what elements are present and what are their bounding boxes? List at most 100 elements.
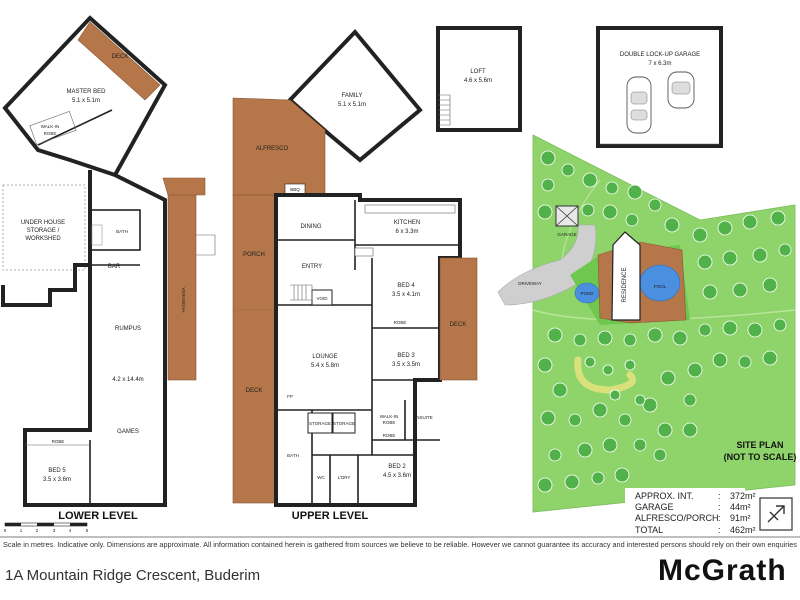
garage-plan: DOUBLE LOCK-UP GARAGE 7 x 6.3m bbox=[596, 26, 723, 148]
area-value: 462m² bbox=[730, 525, 756, 535]
porch-label: PORCH bbox=[243, 252, 265, 258]
svg-text::: : bbox=[718, 491, 721, 501]
lower-bath-label: BATH bbox=[116, 229, 128, 234]
under-house-label-3: WORKSHED bbox=[25, 236, 61, 242]
area-value: 44m² bbox=[730, 502, 751, 512]
upper-bath-label: BATH bbox=[287, 453, 299, 458]
bed4-label: BED 4 bbox=[397, 283, 415, 289]
lower-verandah bbox=[167, 194, 197, 381]
loft-room bbox=[436, 26, 522, 132]
site-residence-label: RESIDENCE bbox=[622, 267, 628, 302]
lounge-label: LOUNGE bbox=[312, 354, 337, 360]
upper-deck-label: DECK bbox=[450, 322, 467, 328]
dining-label: DINING bbox=[301, 224, 322, 230]
alfresco-label: ALFRESCO bbox=[256, 146, 289, 152]
games-label: GAMES bbox=[117, 429, 139, 435]
bed5-robe-label: ROBE bbox=[52, 439, 65, 444]
svg-text:3: 3 bbox=[53, 528, 56, 533]
area-label: ALFRESCO/PORCH bbox=[635, 513, 719, 523]
north-arrow-icon bbox=[759, 497, 793, 531]
alfresco-deck bbox=[232, 97, 326, 196]
area-label: TOTAL bbox=[635, 525, 663, 535]
storage-1-label: STORAGE bbox=[309, 421, 331, 426]
area-value: 372m² bbox=[730, 491, 756, 501]
pool bbox=[639, 264, 681, 302]
lower-deck-master bbox=[77, 21, 161, 101]
porch-deck bbox=[232, 194, 277, 504]
lower-left-deck-label: DECK bbox=[246, 388, 263, 394]
lower-level-plan: DECK MASTER BED 5.1 x 5.1m WALK-IN ROBE … bbox=[1, 15, 216, 533]
driveway bbox=[497, 224, 597, 306]
loft-label: LOFT bbox=[470, 69, 486, 75]
loft-size: 4.6 x 5.6m bbox=[464, 78, 492, 84]
under-house-label-1: UNDER HOUSE bbox=[21, 220, 65, 226]
upper-walkin-label: WALK-IN bbox=[380, 414, 399, 419]
rumpus-size: 4.2 x 14.4m bbox=[112, 377, 143, 383]
disclaimer-text: Scale in metres. Indicative only. Dimens… bbox=[3, 540, 797, 549]
family-size: 5.1 x 5.1m bbox=[338, 102, 366, 108]
laundry-label: L'DRY bbox=[338, 475, 351, 480]
site-pond-label: POND bbox=[580, 291, 594, 296]
svg-text:0: 0 bbox=[4, 528, 7, 533]
site-trees bbox=[537, 150, 792, 493]
void-label: VOID bbox=[316, 296, 328, 301]
lower-deck-label: DECK bbox=[112, 54, 129, 60]
bbq-label: BBQ bbox=[290, 187, 300, 192]
svg-text::: : bbox=[718, 513, 721, 523]
bed5-size: 3.5 x 3.6m bbox=[43, 477, 71, 483]
bed5-label: BED 5 bbox=[48, 468, 66, 474]
upper-deck-right bbox=[439, 257, 478, 381]
lower-bath bbox=[89, 209, 141, 251]
svg-text:5: 5 bbox=[86, 528, 89, 533]
scale-bar: 0 1 2 3 4 5 bbox=[4, 522, 89, 533]
upper-level-title: UPPER LEVEL bbox=[292, 510, 369, 522]
storage-2-label: STORAGE bbox=[333, 421, 355, 426]
svg-text::: : bbox=[718, 525, 721, 535]
svg-text:1: 1 bbox=[20, 528, 23, 533]
svg-text::: : bbox=[718, 502, 721, 512]
area-label: GARAGE bbox=[635, 502, 674, 512]
fireplace-label: FP bbox=[287, 394, 293, 399]
area-label: APPROX. INT. bbox=[635, 491, 694, 501]
bar-label: BAR bbox=[108, 264, 121, 270]
bed3-label: BED 3 bbox=[397, 353, 415, 359]
car-icon bbox=[667, 71, 695, 109]
upper-level-plan: FAMILY 5.1 x 5.1m LOFT 4.6 x 5.6m ALFRES… bbox=[232, 26, 522, 522]
wc-label: WC bbox=[317, 475, 325, 480]
brand-logo: McGrath bbox=[658, 554, 787, 587]
bed2-robe-label: ROBE bbox=[383, 433, 396, 438]
kitchen-label: KITCHEN bbox=[394, 220, 420, 226]
svg-text:2: 2 bbox=[36, 528, 39, 533]
residence-outline bbox=[611, 231, 641, 321]
master-bed-label: MASTER BED bbox=[66, 89, 106, 95]
site-plan-title: SITE PLAN bbox=[736, 440, 783, 450]
master-robe-label: ROBE bbox=[44, 131, 57, 136]
bed4-size: 3.5 x 4.1m bbox=[392, 292, 420, 298]
kitchen-size: 6 x 3.3m bbox=[395, 229, 418, 235]
under-house-label-2: STORAGE / bbox=[27, 228, 60, 234]
entry-label: ENTRY bbox=[302, 264, 322, 270]
site-plan: GARAGE DRIVEWAY POND RESIDENCE POOL SITE… bbox=[497, 134, 797, 513]
site-driveway-label: DRIVEWAY bbox=[518, 281, 542, 286]
bed2-size: 4.5 x 3.6m bbox=[383, 473, 411, 479]
site-garage-label: GARAGE bbox=[557, 232, 576, 237]
master-walk-in-robe bbox=[29, 111, 77, 145]
master-walkin-label: WALK-IN bbox=[41, 124, 60, 129]
area-value: 91m² bbox=[730, 513, 751, 523]
rumpus-label: RUMPUS bbox=[115, 326, 141, 332]
car-icon bbox=[626, 76, 652, 134]
garage-size: 7 x 6.3m bbox=[648, 61, 671, 67]
lower-level-title: LOWER LEVEL bbox=[58, 510, 138, 522]
bed4-robe-label: ROBE bbox=[394, 320, 407, 325]
master-bed-size: 5.1 x 5.1m bbox=[72, 98, 100, 104]
bed3-size: 3.5 x 3.5m bbox=[392, 362, 420, 368]
verandah-label: VERANDAH bbox=[181, 287, 186, 312]
lounge-size: 5.4 x 5.8m bbox=[311, 363, 339, 369]
upper-walkin-robe-label: ROBE bbox=[383, 420, 396, 425]
svg-text:4: 4 bbox=[69, 528, 72, 533]
garage-title: DOUBLE LOCK-UP GARAGE bbox=[620, 52, 700, 58]
property-address: 1A Mountain Ridge Crescent, Buderim bbox=[5, 567, 260, 584]
site-plan-subtitle: (NOT TO SCALE) bbox=[724, 452, 797, 462]
bed2-label: BED 2 bbox=[388, 464, 406, 470]
